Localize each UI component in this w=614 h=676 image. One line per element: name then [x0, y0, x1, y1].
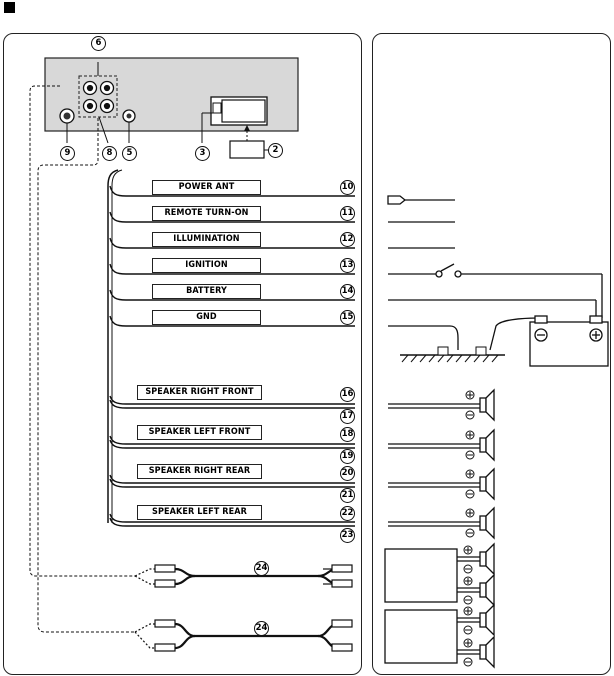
label-speaker-left-rear: SPEAKER LEFT REAR [137, 505, 262, 520]
speaker-connections [388, 404, 480, 526]
callout-22: 22 [340, 506, 355, 521]
callout-5: 5 [122, 146, 137, 161]
callout-24-front: 24 [254, 561, 269, 576]
chassis-ground [400, 347, 505, 362]
speakers [480, 390, 494, 538]
rca-extension-cable-2 [135, 620, 352, 651]
callout-10: 10 [340, 180, 355, 195]
callout-24-rear: 24 [254, 621, 269, 636]
label-speaker-right-rear: SPEAKER RIGHT REAR [137, 464, 262, 479]
callout-14: 14 [340, 284, 355, 299]
callout-3: 3 [195, 146, 210, 161]
label-battery: BATTERY [152, 284, 261, 299]
callout-17: 17 [340, 409, 355, 424]
label-speaker-left-front: SPEAKER LEFT FRONT [137, 425, 262, 440]
label-remote-turn-on: REMOTE TURN-ON [152, 206, 261, 221]
label-power-ant: POWER ANT [152, 180, 261, 195]
callout-8: 8 [102, 146, 117, 161]
callout-20: 20 [340, 466, 355, 481]
harness-plug [230, 141, 264, 158]
label-ignition: IGNITION [152, 258, 261, 273]
callout-16: 16 [340, 387, 355, 402]
label-speaker-right-front: SPEAKER RIGHT FRONT [137, 385, 262, 400]
label-illumination: ILLUMINATION [152, 232, 261, 247]
callout-12: 12 [340, 232, 355, 247]
car-battery [530, 316, 608, 366]
polarity-marks [464, 391, 474, 666]
callout-6: 6 [91, 36, 106, 51]
callout-21: 21 [340, 488, 355, 503]
callout-15: 15 [340, 310, 355, 325]
callout-11: 11 [340, 206, 355, 221]
callout-2: 2 [268, 143, 283, 158]
rca-extension-cable-1 [135, 565, 352, 587]
label-gnd: GND [152, 310, 261, 325]
wire-harness-bundle [108, 170, 118, 523]
callout-19: 19 [340, 449, 355, 464]
callout-23: 23 [340, 528, 355, 543]
external-amplifiers [385, 544, 494, 667]
callout-18: 18 [340, 427, 355, 442]
callout-9: 9 [60, 146, 75, 161]
callout-13: 13 [340, 258, 355, 273]
